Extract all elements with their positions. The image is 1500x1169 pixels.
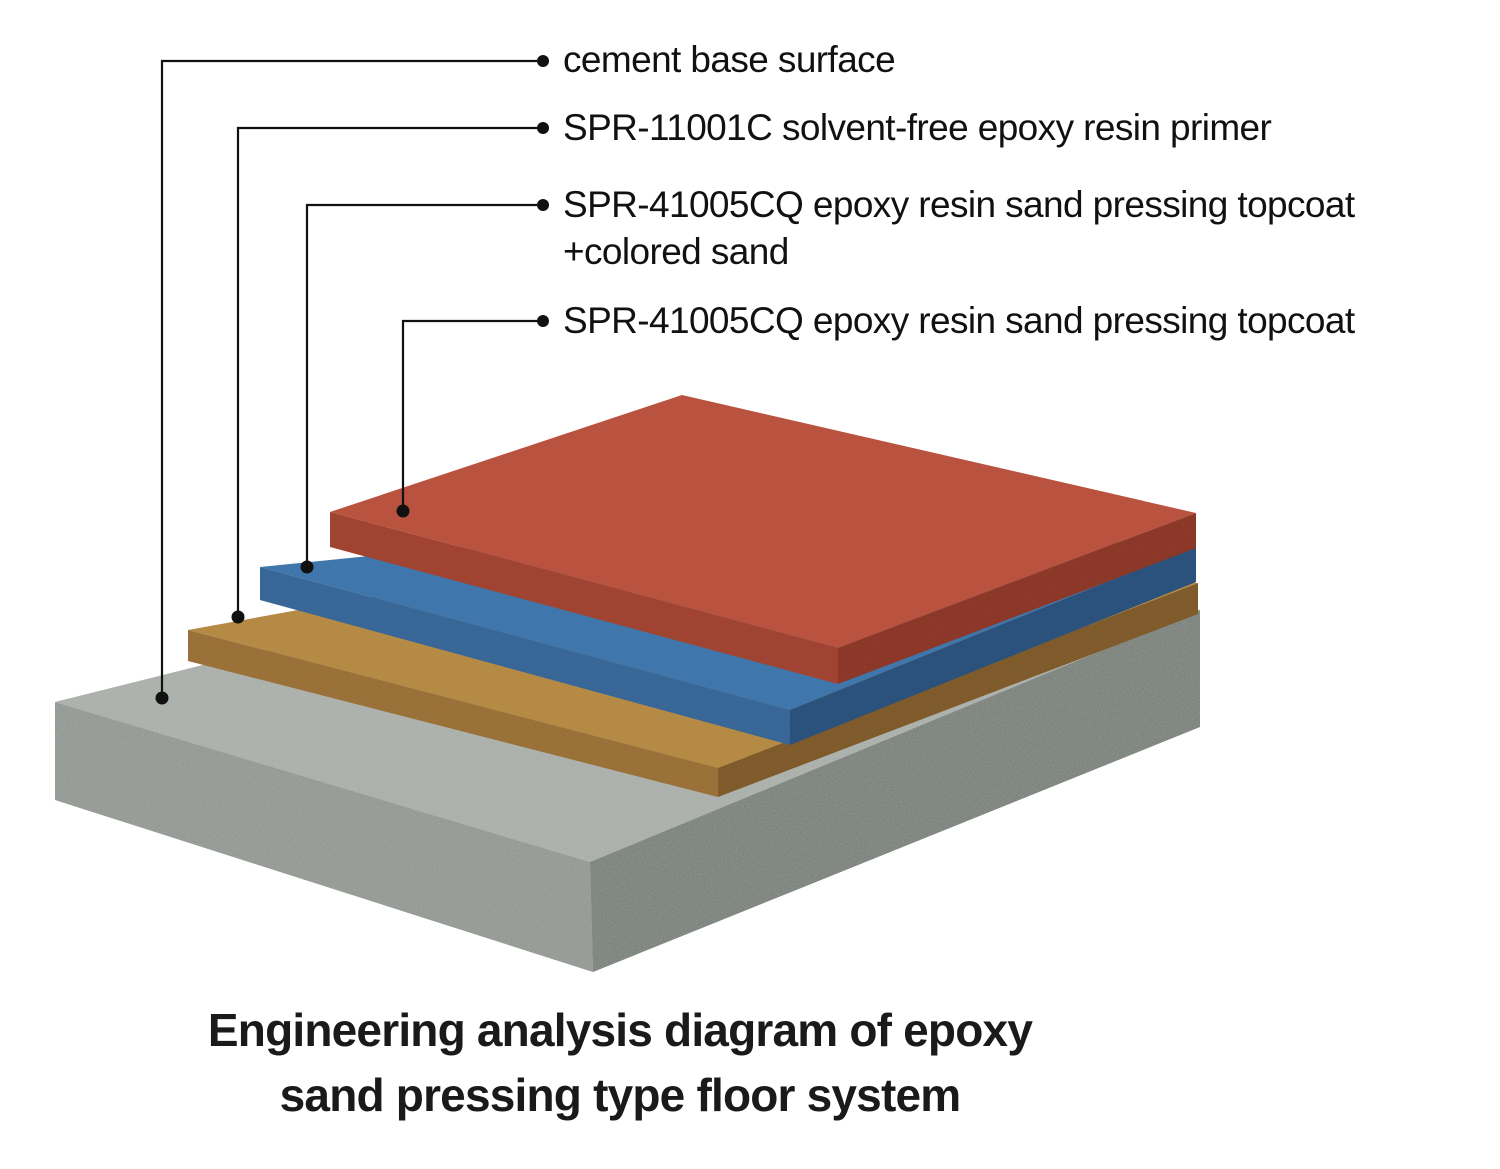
label-sand-topcoat-line2: +colored sand [563,231,789,272]
leader-dot-primer-start [231,610,245,624]
sand-texture [260,546,1196,745]
leader-lines [160,59,543,698]
leader-line-primer [236,126,543,617]
leader-dot-topcoat-start [396,504,410,518]
diagram-title-line2: sand pressing type floor system [279,1069,962,1121]
topcoat-layer [330,395,1196,684]
leader-dot-primer-end [537,122,549,134]
label-sand-topcoat-line1: SPR-41005CQ epoxy resin sand pressing to… [563,184,1355,225]
label-topcoat: SPR-41005CQ epoxy resin sand pressing to… [563,300,1355,341]
leader-line-topcoat [401,319,543,511]
label-primer: SPR-11001C solvent-free epoxy resin prim… [563,107,1272,148]
diagram-title-line1: Engineering analysis diagram of epoxy [207,1004,1033,1056]
concrete-side-texture [590,610,1200,972]
label-cement-base: cement base surface [563,39,896,80]
leader-dots [155,55,549,705]
topcoat-texture [330,512,1196,684]
leader-dot-sand-end [537,199,549,211]
leader-dot-sand-start [300,560,314,574]
topcoat-top-face [330,395,1196,648]
primer-texture [188,583,1198,797]
concrete-front-texture [55,702,593,972]
leader-dot-topcoat-end [537,315,549,327]
leader-dot-cement-end [537,55,549,67]
leader-line-cement [160,59,543,698]
leader-dot-cement-start [155,691,169,705]
leader-line-sand [305,203,543,567]
